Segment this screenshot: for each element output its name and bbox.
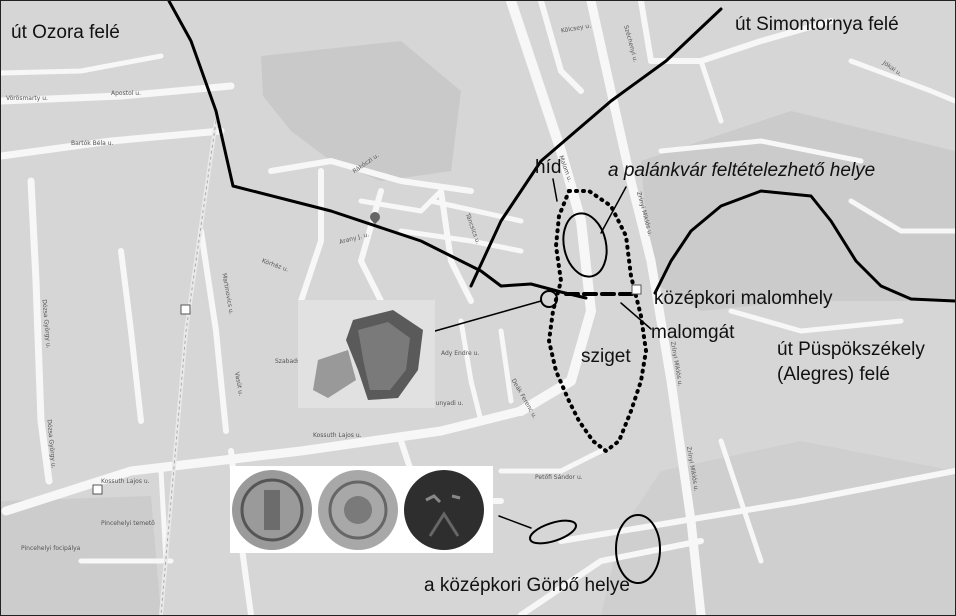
label-simontornya: út Simontornya felé — [735, 14, 899, 35]
street-label: Ady Endre u. — [441, 350, 480, 357]
historic-routes — [167, 1, 955, 529]
street-label: Apostol u. — [111, 90, 142, 97]
label-malomhely: középkori malomhely — [654, 288, 833, 309]
label-ozora: út Ozora felé — [11, 22, 120, 43]
railway — [159, 120, 218, 615]
label-alegres: (Alegres) felé — [777, 364, 890, 385]
palankvar-ellipse — [562, 212, 608, 278]
route-simontornya — [469, 7, 723, 288]
pointer-coins — [498, 515, 532, 529]
pointer-photo — [434, 300, 542, 332]
gorbo-ellipse-small — [529, 519, 577, 545]
label-sziget: sziget — [581, 346, 631, 367]
site-markers — [529, 212, 661, 584]
route-shields — [92, 284, 642, 495]
street-label: Petőfi Sándor u. — [535, 474, 583, 481]
route-shield-icon — [631, 284, 642, 295]
label-gorbo: a középkori Görbő helye — [424, 575, 630, 596]
street-label: Pincehelyi focipálya — [21, 545, 81, 552]
street-label: Pincehelyi temető — [101, 520, 155, 527]
street-label: Szabadság tér — [275, 358, 318, 365]
label-palankvar: a palánkvár feltételezhető helye — [608, 160, 876, 181]
pointer-hid — [552, 178, 558, 202]
label-hid: híd — [535, 157, 562, 178]
street-label: Kossuth Lajos u. — [313, 432, 362, 439]
pointer-malomgat — [620, 302, 652, 330]
street-label: Hunyadi u. — [431, 400, 464, 407]
label-malomgat: malomgát — [651, 322, 735, 343]
street-label: Bartók Béla u. — [71, 140, 114, 147]
street-label: Vörösmarty u. — [6, 95, 48, 102]
street-label: Kossuth Lajos u. — [101, 478, 150, 485]
bridge-circle — [540, 290, 558, 308]
coins-photo — [230, 466, 493, 553]
label-puspokszekely: út Püspökszékely — [777, 339, 925, 360]
island-outline — [546, 189, 649, 454]
route-puspokszekely — [653, 189, 955, 303]
gorbo-ellipse-large — [615, 514, 661, 584]
route-shield-icon — [180, 304, 191, 315]
route-shield-icon — [92, 484, 103, 495]
pottery-photo — [298, 300, 435, 408]
route-ozora — [167, 1, 588, 300]
